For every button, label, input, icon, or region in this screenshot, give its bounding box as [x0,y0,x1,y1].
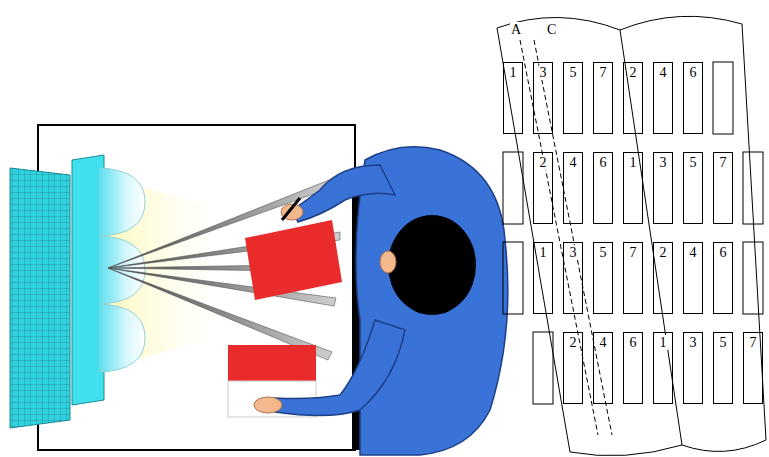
lens-strip: 5 [563,62,583,134]
empty-strips [503,62,763,404]
lens-strip: 4 [653,62,673,134]
strip-number: 7 [629,245,638,260]
strip-number: 3 [569,245,578,260]
strip-number: 7 [749,335,758,350]
strip-number: 5 [569,65,578,80]
strip-number: 3 [689,335,698,350]
lens-strip: 6 [713,242,733,314]
pen [282,198,300,220]
lens-strip: 5 [683,152,703,224]
strip-number: 6 [629,335,638,350]
hand [254,397,282,413]
strip-number: 4 [689,245,698,260]
lens-strip: 4 [563,152,583,224]
lens-outline [620,16,766,451]
strip-number: 5 [719,335,728,350]
lens-strip: 1 [623,152,643,224]
lens-sheet [72,155,104,405]
strip-number: 1 [629,155,638,170]
strip-number: 6 [599,155,608,170]
lens-strip: 7 [593,62,613,134]
lens-strip: 1 [653,332,673,404]
lens-strip: 3 [653,152,673,224]
lens-strip: 4 [593,332,613,404]
lens-strip: 7 [713,152,733,224]
lens-dome [100,168,145,236]
lens-strip: 7 [623,242,643,314]
ray-a [520,40,598,435]
lens-strip: 2 [563,332,583,404]
right-arm [292,165,395,222]
strip-number: 3 [659,155,668,170]
strip-number: 1 [539,245,548,260]
red-paper [228,345,316,381]
lens-strip: 4 [683,242,703,314]
strip-number: 1 [659,335,668,350]
lens-strip: 5 [593,242,613,314]
lens-strip: 5 [713,332,733,404]
strip-number: 5 [599,245,608,260]
strip-number: 2 [659,245,668,260]
strip-number: 6 [689,65,698,80]
lens-strip: 3 [683,332,703,404]
display-panel [10,168,70,428]
lens-strip: 2 [653,242,673,314]
ear [380,251,396,273]
lens-strip: 7 [743,332,763,404]
strip-number: 7 [599,65,608,80]
head-hair [388,215,476,315]
strip-number: 4 [599,335,608,350]
lens-strip: 1 [533,242,553,314]
red-paper [245,220,342,300]
strip-number: 3 [539,65,548,80]
strip-number: 5 [689,155,698,170]
strip-number: 6 [719,245,728,260]
ray-label: A [510,22,522,37]
lens-strip: 6 [593,152,613,224]
strip-number: 2 [539,155,548,170]
lens-strip: 6 [683,62,703,134]
strip-number: 4 [659,65,668,80]
lens-strip: 1 [503,62,523,134]
lens-strip: 2 [533,152,553,224]
strip-number: 2 [569,335,578,350]
lens-strip: 6 [623,332,643,404]
ray-label: C [546,22,557,37]
lens-strip: 3 [563,242,583,314]
strip-number: 1 [509,65,518,80]
lens-outline [497,17,682,455]
lens-dome [100,304,145,372]
ray-c [534,40,612,435]
strip-number: 4 [569,155,578,170]
display-grid [10,168,70,428]
strip-number: 2 [629,65,638,80]
left-arm [275,320,405,416]
strip-number: 7 [719,155,728,170]
lens-strip: 3 [533,62,553,134]
lens-strip: 2 [623,62,643,134]
